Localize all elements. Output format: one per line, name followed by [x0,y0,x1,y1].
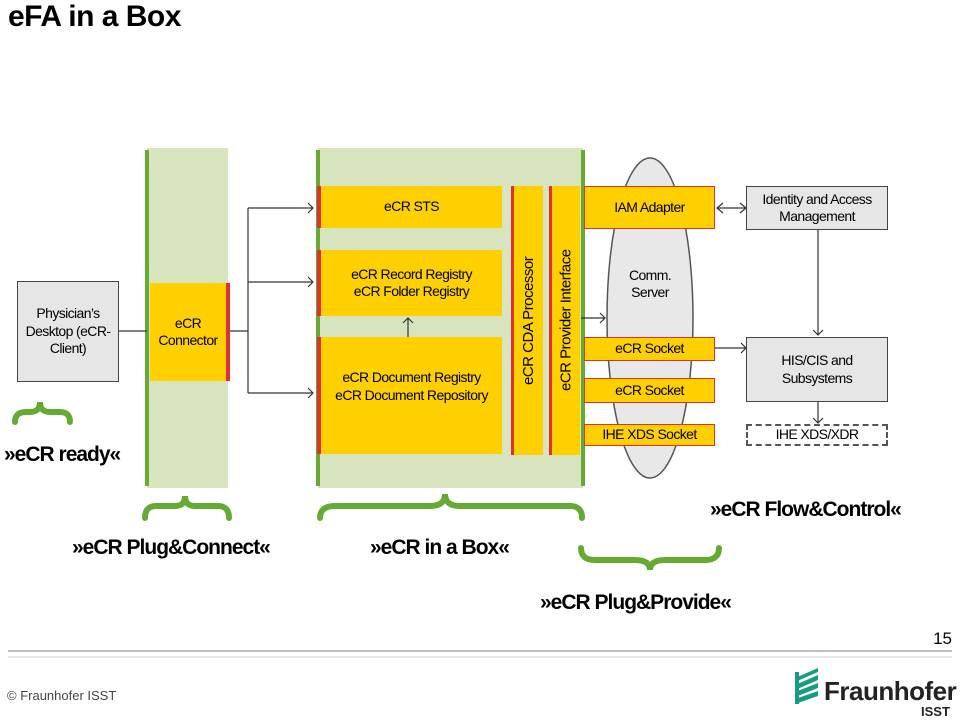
ecr-ready-label: »eCR ready« [4,443,121,466]
identity-access-box: Identity and Access Management [746,186,888,230]
record-registry-box: eCR Record Registry eCR Folder Registry [317,250,502,316]
comm-server-label: Comm. Server [628,266,672,301]
brace-plug-provide [578,545,722,571]
brace-ecr-ready [12,401,73,425]
plug-connect-label: »eCR Plug&Connect« [72,536,271,559]
footer-copyright: © Fraunhofer ISST [7,688,117,703]
braces [12,401,722,571]
ecr-socket-2-box: eCR Socket [584,378,715,403]
document-registry-box: eCR Document Registry eCR Document Repos… [317,337,502,454]
logo-name: Fraunhofer [824,676,957,706]
ecr-socket-1-box: eCR Socket [584,337,715,361]
flow-control-label: »eCR Flow&Control« [710,498,902,521]
ihe-xds-socket-box: IHE XDS Socket [584,424,715,446]
ihe-xds-xdr-box: IHE XDS/XDR [746,424,888,446]
logo-sub: ISST [921,704,950,719]
provider-interface-box: eCR Provider Interface [549,186,580,455]
plug-provide-label: »eCR Plug&Provide« [540,591,732,614]
ecr-sts-box: eCR STS [317,186,502,228]
cda-processor-box: eCR CDA Processor [511,186,543,455]
ecr-connector-box: eCR Connector [150,283,230,381]
page-title: eFA in a Box [8,0,181,33]
page-number: 15 [933,629,952,648]
fraunhofer-logo-icon [795,668,818,704]
physicians-desktop-box: Physician’s Desktop (eCR-Client) [17,281,119,382]
his-cis-box: HIS/CIS and Subsystems [746,337,888,402]
iam-adapter-box: IAM Adapter [584,186,715,229]
brace-plug-connect [142,495,232,521]
brace-in-a-box [317,493,585,521]
in-a-box-label: »eCR in a Box« [370,536,510,559]
